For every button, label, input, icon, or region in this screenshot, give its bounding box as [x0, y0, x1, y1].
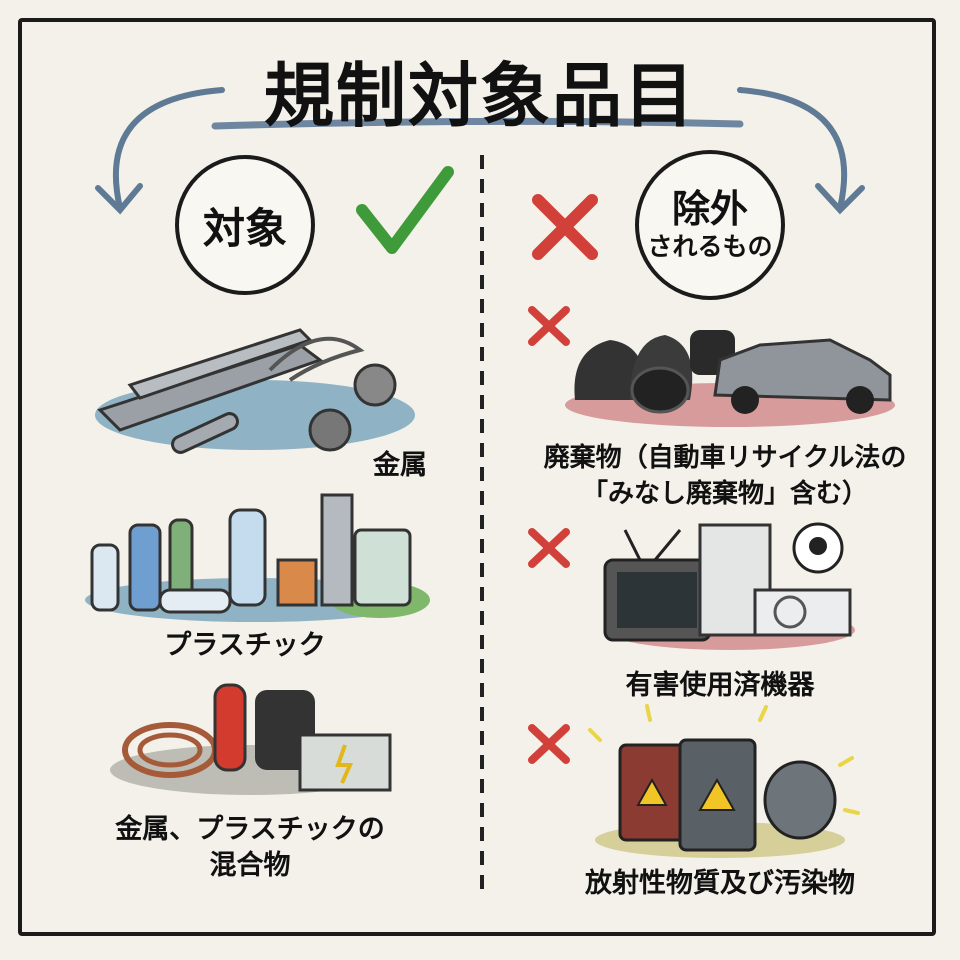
item-label-hazardous-equipment: 有害使用済機器 — [625, 670, 815, 701]
waste-illustration — [565, 330, 895, 427]
check-icon — [356, 166, 454, 254]
radioactive-illustration — [588, 704, 860, 858]
item-label-mixture: 金属、プラスチックの 混合物 — [60, 812, 440, 884]
cross-icon — [532, 194, 598, 260]
item-label-waste-line1: 廃棄物（自動車リサイクル法の — [543, 443, 907, 473]
frame-border — [18, 18, 936, 936]
included-heading-circle: 対象 — [175, 155, 315, 295]
plastic-illustration — [85, 493, 430, 622]
left-curved-arrow-icon — [95, 87, 225, 215]
item-label-radioactive: 放射性物質及び汚染物 — [585, 868, 855, 899]
excluded-subheading: されるもの — [647, 232, 773, 261]
item-label-plastic: プラスチック — [164, 630, 326, 661]
item-label-waste-line2: 「みなし廃棄物」含む） — [581, 479, 868, 509]
metal-illustration — [95, 328, 415, 454]
used-equipment-illustration — [603, 522, 855, 650]
item-label-mixture-line2: 混合物 — [209, 850, 291, 881]
small-cross-icon — [528, 306, 570, 764]
item-label-metal: 金属 — [373, 450, 427, 481]
mixture-illustration — [110, 683, 392, 795]
excluded-heading: 除外 — [671, 187, 748, 231]
item-label-mixture-line1: 金属、プラスチックの — [115, 814, 385, 845]
radiation-warning-icon — [698, 777, 736, 811]
page-title: 規制対象品目 — [264, 55, 696, 137]
included-heading: 対象 — [202, 203, 287, 253]
title-underline — [211, 117, 744, 130]
right-curved-arrow-icon — [737, 87, 865, 215]
skull-icon — [809, 537, 827, 555]
radiation-warning-icon — [636, 777, 668, 806]
item-label-waste: 廃棄物（自動車リサイクル法の 「みなし廃棄物」含む） — [520, 440, 930, 512]
excluded-heading-circle: 除外 されるもの — [635, 150, 785, 300]
